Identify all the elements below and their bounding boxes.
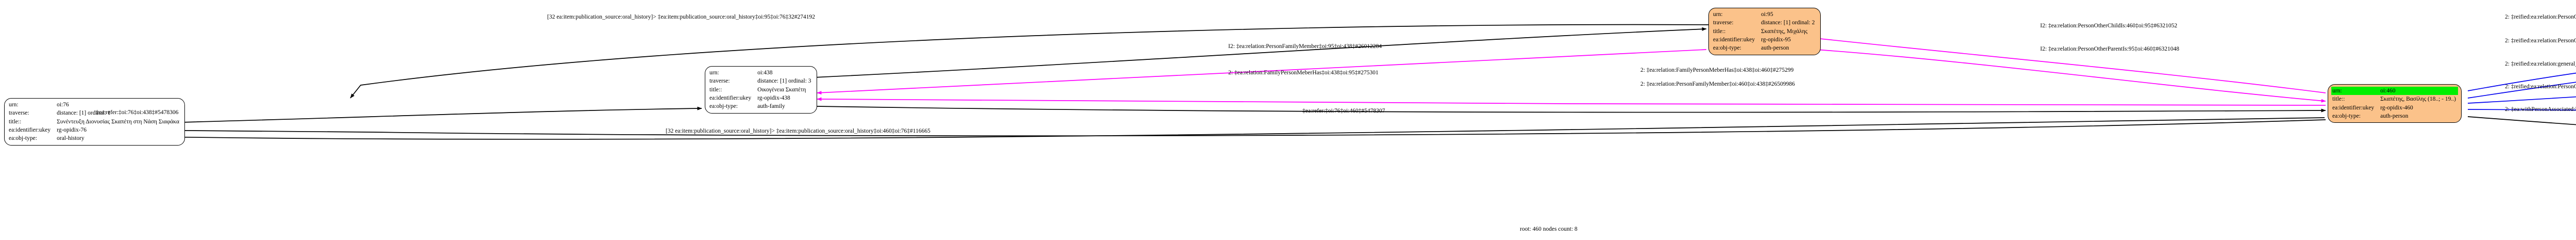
node-row: ea:identifier:ukey rg-opidix-76 [8, 126, 181, 134]
edge-label-bottom-refer: ‡ea:refer:‡oi:76‡oi:460‡#5478307 [1302, 108, 1385, 114]
edge-oi460-to-oi473 [2467, 116, 2576, 125]
row-value: auth-family [757, 103, 785, 110]
row-value: rg-opidix-95 [1761, 36, 1791, 43]
row-key: ea:obj-type: [1713, 45, 1741, 52]
row-key: ea:identifier:ukey [9, 126, 51, 133]
row-key: title:: [1713, 28, 1726, 35]
row-value: auth-person [2380, 113, 2409, 119]
row-value: rg-opidix-460 [2380, 104, 2413, 111]
row-value: auth-person [1761, 45, 1789, 52]
edge-label-family-person-member-has: 2: ‡ea:relation:FamilyPersonMeberHas‡oi:… [1228, 70, 1379, 76]
graph-caption: root: 460 nodes count: 8 [1520, 226, 1578, 232]
row-key: title:: [9, 118, 22, 125]
row-value: oi:438 [757, 70, 773, 76]
edge-label-reified-child-474: 2: ‡reified:ea:relation:PersonOtherChild… [2505, 38, 2576, 44]
row-key: ea:obj-type: [9, 135, 37, 142]
row-key: ea:identifier:ukey [1713, 36, 1755, 43]
node-row: title:: Σκαπέτης, Βασίλης (18..; - 19..) [2331, 95, 2458, 103]
node-row: title:: Συνέντευξη Διονυσίας Σκαπέτη στη… [8, 118, 181, 126]
node-row-highlighted: urn: oi:460 [2331, 87, 2458, 95]
row-key: traverse: [9, 110, 29, 117]
edge-label-top: [32 ea:item:publication_source:oral_hist… [547, 14, 816, 20]
node-oi95[interactable]: urn: oi:95 traverse: distance: [1] ordin… [1708, 8, 1821, 55]
edge-label-reified-child-464: 2: ‡reified:ea:relation:PersonOtherChild… [2505, 84, 2576, 90]
node-row: ea:identifier:ukey rg-opidix-438 [708, 94, 814, 102]
edge-label-person-family-member-460: 2: ‡ea:relation:PersonFamilyMember‡oi:46… [1640, 81, 1795, 87]
edge-oi460-to-oi76-bottom [126, 119, 2326, 137]
edge-oi76-to-oi438 [123, 106, 702, 124]
row-key: urn: [709, 70, 719, 76]
edge-label-bottom-publication-source: [32 ea:item:publication_source:oral_hist… [666, 128, 930, 134]
row-value: oi:460 [2379, 87, 2458, 95]
row-key: title:: [709, 86, 722, 93]
node-oi438[interactable]: urn: oi:438 traverse: distance: [1] ordi… [705, 66, 817, 114]
edge-oi438-to-oi460 [817, 106, 2326, 113]
row-value: Συνέντευξη Διονυσίας Σκαπέτη στη Νάση Σι… [57, 118, 180, 125]
node-row: title:: Σκαπέτης, Μιχάλης [1712, 27, 1817, 36]
node-row: ea:obj-type: auth-family [708, 102, 814, 110]
row-value: Οικογένεια Σκαπέτη [757, 86, 806, 93]
edge-label-general-directed: 2: ‡reified:ea:relation:general_directed… [2505, 61, 2576, 67]
row-key: ea:obj-type: [709, 103, 738, 110]
edge-label-person-other-parent-is: I2: ‡ea:relation:PersonOtherParentIs:95‡… [2040, 46, 2179, 52]
edge-oi95-to-oi76 [350, 24, 1709, 99]
node-row: title:: Οικογένεια Σκαπέτη [708, 86, 814, 94]
row-key: urn: [2331, 87, 2380, 95]
row-value: Σκαπέτης, Μιχάλης [1761, 28, 1808, 35]
node-row: traverse: distance: [1] ordinal: 2 [1712, 19, 1817, 27]
node-row: ea:obj-type: oral-history [8, 134, 181, 142]
edge-oi460-to-oi438-magenta [817, 97, 2326, 106]
row-value: oral-history [57, 135, 84, 142]
node-oi76[interactable]: urn: oi:76 traverse: distance: [1] ordin… [4, 98, 185, 146]
edge-oi76-to-oi460-bottom [125, 117, 2325, 140]
edge-oi95-to-oi460-magenta [1815, 49, 2326, 103]
node-row: urn: oi:438 [708, 69, 814, 77]
node-row: ea:obj-type: auth-person [1712, 44, 1817, 52]
row-key: title:: [2332, 96, 2345, 103]
edge-label-person-other-child-is: I2: ‡ea:relation:PersonOtherChildIs:460‡… [2040, 23, 2178, 29]
row-key: urn: [9, 102, 19, 108]
row-key: ea:identifier:ukey [2332, 104, 2375, 111]
row-key: ea:obj-type: [2332, 113, 2361, 119]
row-value: oi:76 [57, 102, 69, 108]
node-oi460[interactable]: urn: oi:460 title:: Σκαπέτης, Βασίλης (1… [2328, 84, 2462, 123]
row-value: rg-opidix-438 [757, 94, 790, 101]
row-value: distance: [1] ordinal: 1 [57, 110, 111, 117]
row-key: traverse: [709, 78, 730, 85]
row-key: urn: [1713, 11, 1723, 18]
node-row: urn: oi:95 [1712, 10, 1817, 19]
node-row: traverse: distance: [1] ordinal: 3 [708, 77, 814, 85]
row-value: distance: [1] ordinal: 2 [1761, 20, 1815, 26]
row-key: traverse: [1713, 20, 1734, 26]
node-row: ea:identifier:ukey rg-opidix-460 [2331, 104, 2458, 112]
row-value: oi:95 [1761, 11, 1773, 18]
edge-label-refer: ‡ea:refer:‡oi:76‡oi:438‡#5478306 [96, 109, 179, 116]
row-value: rg-opidix-76 [57, 126, 87, 133]
edge-label-family-person-member-has-460: 2: ‡ea:relation:FamilyPersonMeberHas‡oi:… [1640, 67, 1794, 73]
row-value: Σκαπέτης, Βασίλης (18..; - 19..) [2380, 96, 2456, 103]
node-row: traverse: distance: [1] ordinal: 1 [8, 109, 181, 117]
edge-label-reified-parent-462: 2: ‡reified:ea:relation:PersonOtherParen… [2505, 14, 2576, 20]
row-value: distance: [1] ordinal: 3 [757, 78, 811, 85]
node-row: urn: oi:76 [8, 101, 181, 109]
node-row: ea:identifier:ukey rg-opidix-95 [1712, 36, 1817, 44]
row-key: ea:identifier:ukey [709, 94, 752, 101]
node-row: ea:obj-type: auth-person [2331, 112, 2458, 120]
edge-label-associated-place-birth: 2: ‡ea:withPersonAssociated:Place_Birth‡… [2505, 106, 2576, 113]
edge-label-person-family-member: I2: ‡ea:relation:PersonFamilyMember‡oi:9… [1228, 43, 1382, 50]
